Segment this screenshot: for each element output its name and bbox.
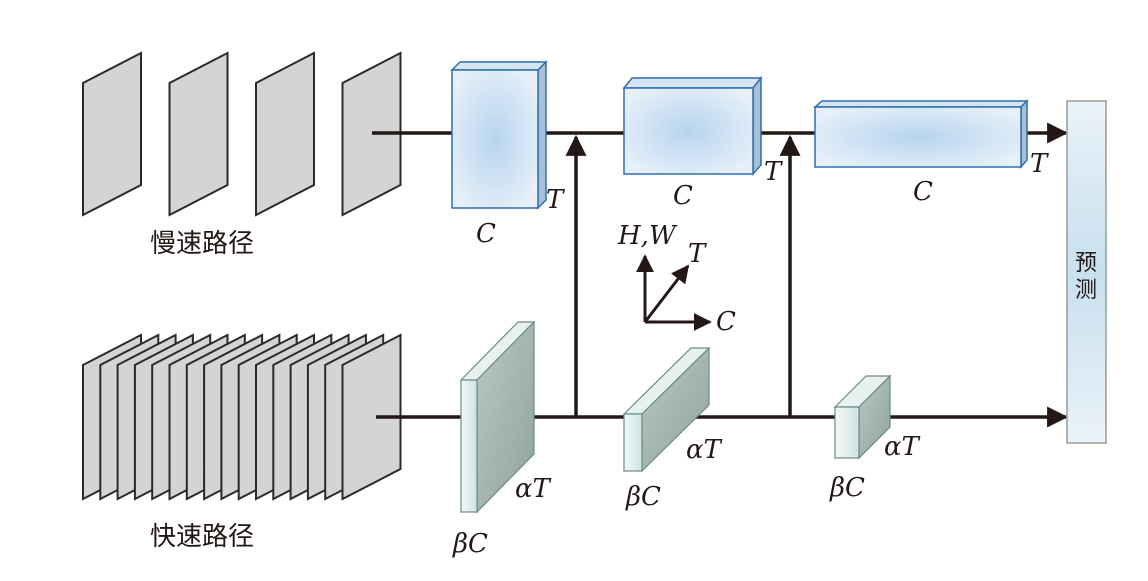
fast-frame [341,333,402,501]
slow-block-1 [450,60,548,210]
axis-indicator [636,254,712,331]
slow-block-1-time-label: T [546,185,565,215]
slow-pathway-label: 慢速路径 [150,229,254,259]
slow-block-2-channel-label: C [673,181,693,211]
axis-hw-label: H,W [617,221,678,251]
prediction-label-line1: 预 [1075,251,1097,276]
axis-t-label: T [688,239,707,269]
slow-frame [168,51,229,217]
slow-block-2-time-label: T [764,157,783,187]
fast-pathway-label: 快速路径 [150,522,254,552]
slow-pathway-frames [82,51,402,217]
slow-frame [255,51,315,217]
axis-t-arrow [643,264,690,323]
slow-frame [82,51,142,217]
fast-block-2-channel-label: βC [625,482,661,512]
slow-block-3-channel-label: C [913,177,933,207]
axis-c-label: C [716,307,736,337]
fast-block-2-time-label: αT [686,435,723,465]
prediction-label-line2: 测 [1075,278,1097,303]
slow-block-2 [622,75,763,176]
fast-block-3-channel-label: βC [829,473,865,503]
slow-frame [341,51,402,217]
fast-block-1-channel-label: βC [452,529,488,559]
prediction-block: 预 测 [1066,100,1107,444]
slow-block-1-channel-label: C [476,219,496,249]
slow-block-3 [812,99,1029,170]
fast-block-3 [833,374,892,460]
fast-block-1 [459,320,536,514]
fast-block-2 [622,346,711,473]
fast-block-3-time-label: αT [884,432,921,462]
fast-pathway-frames [82,333,402,501]
slow-block-3-time-label: T [1030,149,1049,179]
fast-block-1-time-label: αT [515,474,552,504]
